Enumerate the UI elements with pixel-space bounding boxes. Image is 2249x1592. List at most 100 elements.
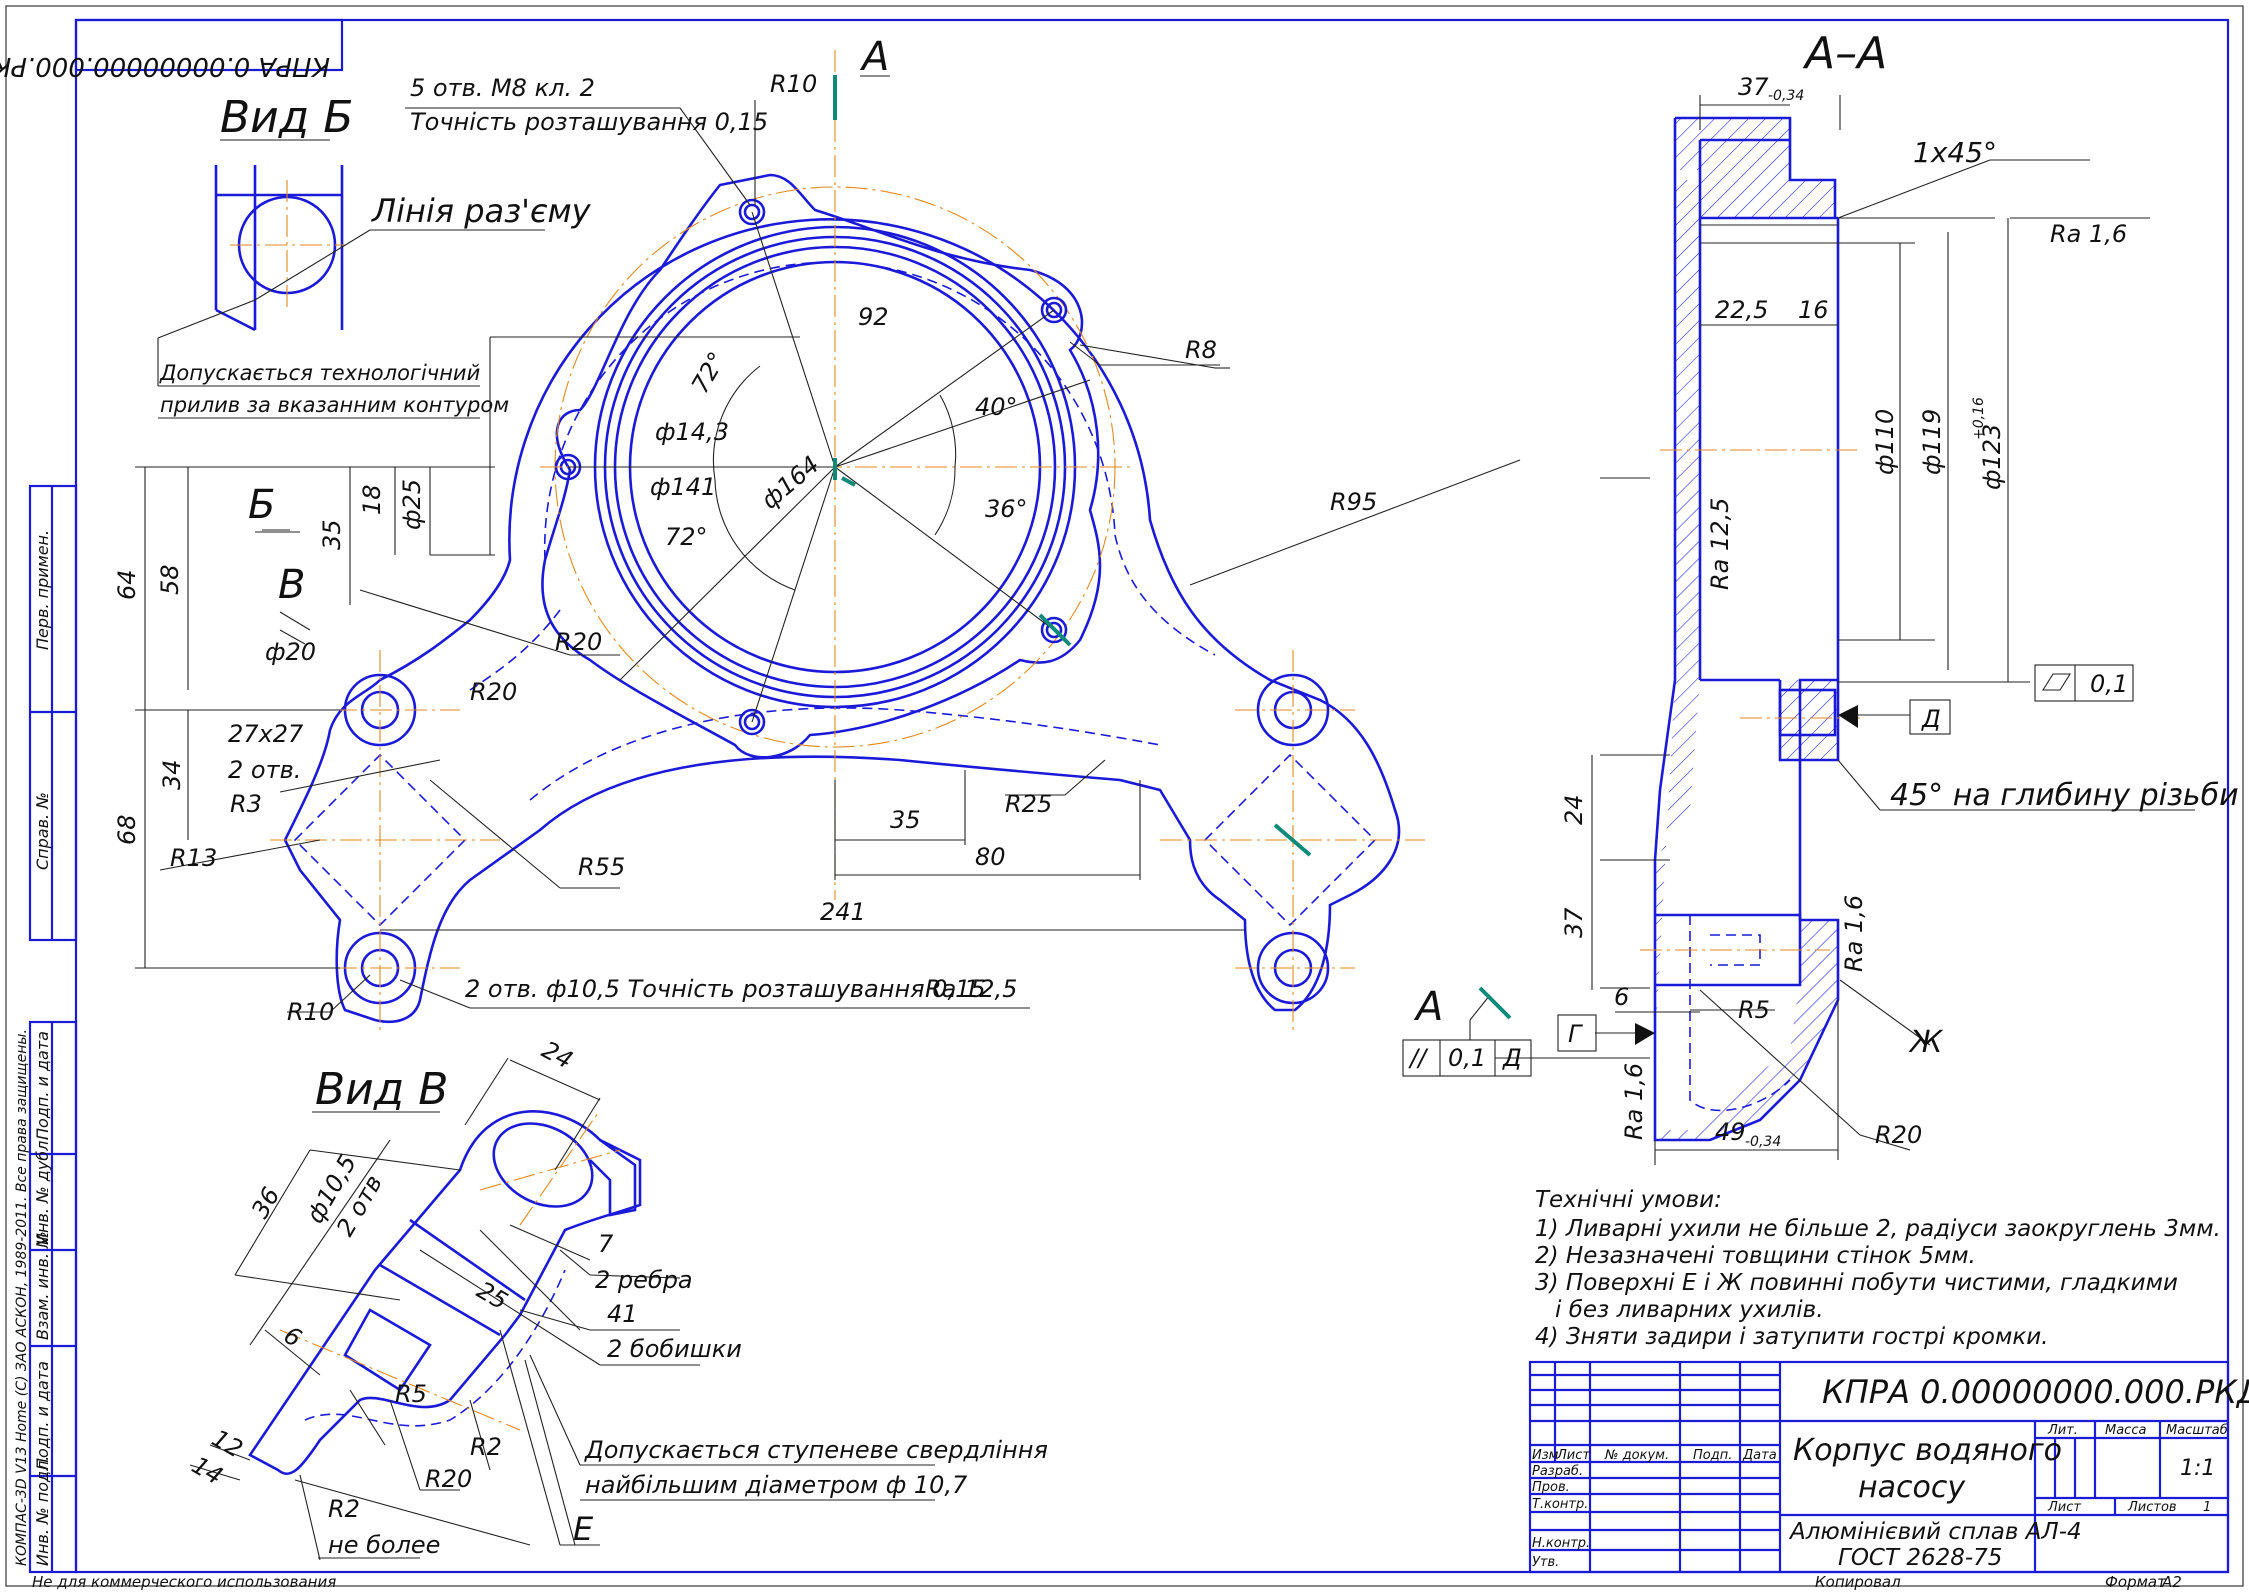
vv-d24: 24	[537, 1036, 577, 1075]
label-holes-pos: Точність розташування 0,15	[410, 108, 768, 136]
sec-surface-zh: Ж	[1908, 1025, 1944, 1060]
view-b: Вид Б Лінія раз'єму Допускається техноло…	[157, 92, 592, 419]
tech-req-0: Технічні умови:	[1535, 1187, 1722, 1213]
tb-name-1: Корпус водяного	[1793, 1433, 2062, 1468]
dim-square: 27x27	[228, 720, 304, 748]
tb-hdr-doc: № докум.	[1604, 1448, 1669, 1463]
sec-d37-tol: -0,34	[1768, 88, 1804, 104]
label-holes: 5 отв. М8 кл. 2	[410, 74, 595, 102]
tech-req-5: 4) Зняти задири і затупити гострі кромки…	[1535, 1324, 2048, 1350]
strip-sprav: Справ. №	[33, 792, 52, 870]
vv-drill-1: Допускається ступеневе свердління	[584, 1436, 1048, 1464]
dim-92: 92	[858, 303, 889, 331]
tech-tide-1: Допускається технологічний	[159, 361, 480, 385]
sec-d6: 6	[1614, 983, 1629, 1011]
view-v-labels: 24 36 ф10,5 2 отв 7 2 ребра 25 41 2 боби…	[187, 1036, 1048, 1559]
tech-req-1: 1) Ливарні ухили не більше 2, радіуси за…	[1535, 1216, 2221, 1242]
sec-label-a: А	[1413, 984, 1443, 1030]
dim-r3: R3	[230, 790, 262, 818]
label-ra-holes2: Ra 12,5	[925, 975, 1017, 1003]
tb-tkontr: Т.контр.	[1532, 1497, 1588, 1512]
strip-vzam: Взам. инв. №	[33, 1231, 52, 1340]
sec-d49-tol: -0,34	[1745, 1134, 1781, 1150]
vv-d41: 41	[607, 1300, 638, 1328]
vv-d25: 25	[472, 1276, 512, 1316]
tech-req-2: 2) Незазначені товщини стінок 5мм.	[1535, 1243, 1976, 1269]
footer: Не для коммерческого использования Копир…	[32, 1573, 2182, 1591]
dim-r10-top: R10	[770, 70, 817, 98]
sec-d119: ф119	[1918, 409, 1946, 475]
section-title: А–А	[1802, 28, 1887, 79]
dim-64: 64	[113, 569, 141, 600]
left-strip-labels: Перв. примен. Справ. № Подп. и дата Инв.…	[14, 530, 52, 1566]
tech-req-4: і без ливарних ухилів.	[1555, 1297, 1824, 1323]
strip-podp1: Подп. и дата	[33, 1031, 52, 1140]
view-b-title: Вид Б	[220, 92, 353, 143]
sec-r20: R20	[1875, 1121, 1922, 1149]
tb-hdr-sign: Подп.	[1693, 1448, 1732, 1463]
tb-lit: Лит.	[2047, 1423, 2078, 1438]
section-a-a: А–А	[1402, 28, 2239, 1165]
tb-scale: Масштаб	[2166, 1423, 2228, 1438]
dim-a72a: 72°	[686, 347, 732, 398]
vv-r2a: R2	[470, 1433, 502, 1461]
sec-d123: ф123	[1978, 424, 2006, 490]
vv-d14: 14	[187, 1451, 227, 1491]
dim-r8: R8	[1185, 336, 1217, 364]
strip-inv-dubl: Инв. № дубл.	[33, 1136, 52, 1245]
sec-ra12-5: Ra 12,5	[1706, 498, 1734, 590]
sec-flat: 0,1	[2090, 670, 2128, 698]
dim-241: 241	[820, 898, 866, 926]
main-view: 5 отв. М8 кл. 2 Точність розташування 0,…	[113, 34, 1521, 1030]
dim-34: 34	[158, 759, 186, 790]
sec-ra16-bot: Ra 1,6	[1620, 1063, 1648, 1140]
dim-a40: 40°	[975, 393, 1018, 421]
view-v: Вид В	[187, 1036, 1048, 1561]
dim-68: 68	[113, 814, 141, 845]
tb-hdr-date: Дата	[1742, 1448, 1777, 1463]
vv-r2b: R2	[328, 1495, 360, 1523]
tb-scale-val: 1:1	[2180, 1456, 2215, 1481]
dim-square-holes: 2 отв.	[228, 756, 301, 784]
sec-ra16-mid: Ra 1,6	[1840, 895, 1868, 972]
label-holes2: 2 отв. ф10,5 Точність розташування 0,15	[465, 975, 986, 1003]
tb-hdr-izm: Изм	[1532, 1448, 1559, 1463]
footer-format-val: А2	[2161, 1573, 2182, 1591]
vv-ribs: 2 ребра	[595, 1266, 693, 1294]
vv-d7: 7	[598, 1230, 614, 1258]
sec-d16: 16	[1798, 296, 1829, 324]
dim-r25: R25	[1005, 790, 1052, 818]
vv-no-more: не более	[328, 1531, 440, 1559]
vv-drill-2: найбільшим діаметром ф 10,7	[585, 1471, 968, 1499]
strip-kompas: КОМПАС-3D V13 Home (С) ЗАО АСКОН, 1989-2…	[14, 1029, 30, 1566]
sec-d49: 49	[1715, 1118, 1746, 1146]
tech-requirements: Технічні умови: 1) Ливарні ухили не біль…	[1535, 1187, 2221, 1350]
footer-copied: Копировал	[1815, 1573, 1901, 1591]
vv-bosses: 2 бобишки	[607, 1335, 742, 1363]
tb-material-2: ГОСТ 2628-75	[1838, 1545, 2002, 1571]
dim-35: 35	[318, 519, 346, 550]
vv-d6: 6	[279, 1321, 306, 1353]
strip-inv-podl: Инв. № подл.	[33, 1456, 52, 1566]
dim-d14-3: ф14,3	[655, 418, 729, 446]
tb-hdr-list: Лист	[1556, 1448, 1590, 1463]
sec-r5: R5	[1738, 996, 1770, 1024]
dim-r95: R95	[1330, 488, 1377, 516]
dim-r55: R55	[578, 853, 625, 881]
sec-d37-top: 37	[1738, 73, 1769, 101]
sec-frame-val: 0,1	[1448, 1044, 1486, 1072]
label-b: Б	[248, 482, 275, 528]
tb-sheets-val: 1	[2203, 1500, 2211, 1515]
sec-chamfer: 1x45°	[1913, 136, 1997, 169]
dim-r13: R13	[170, 844, 217, 872]
label-v: В	[278, 562, 305, 608]
sec-d22-5: 22,5	[1715, 296, 1768, 324]
vv-r20: R20	[425, 1465, 472, 1493]
tb-utv: Утв.	[1532, 1555, 1559, 1570]
stamp-rotated: КПРА 0.00000000.000.РКД	[0, 51, 330, 81]
dim-18: 18	[358, 484, 386, 515]
tb-designation: КПРА 0.00000000.000.РКД	[1822, 1373, 2249, 1411]
sec-ra16-top: Ra 1,6	[2050, 220, 2127, 248]
footer-noncommercial: Не для коммерческого использования	[32, 1573, 336, 1591]
